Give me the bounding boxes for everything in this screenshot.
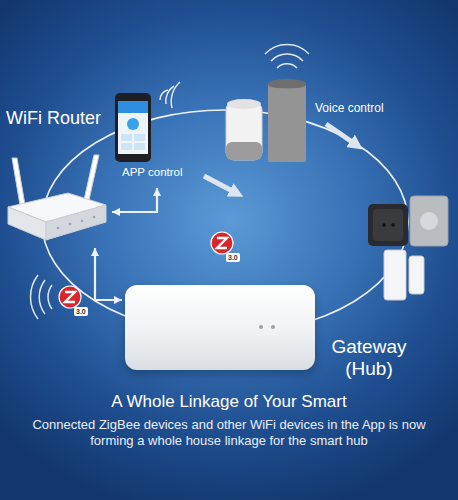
text-holder: Connected ZigBee devices and other WiFi …: [18, 417, 440, 449]
hub-led: [271, 325, 275, 329]
smart-speaker: [268, 79, 306, 89]
voice-node: Voice control: [222, 74, 400, 164]
router-icon: [84, 155, 99, 200]
gateway-node: Gateway (Hub): [122, 282, 416, 383]
smart-devices: [420, 212, 438, 230]
smart-speaker: [226, 99, 262, 160]
zigbee-badge: [59, 286, 81, 308]
caption: Connected ZigBee devices and other WiFi …: [18, 417, 440, 449]
smart-speaker: [226, 102, 262, 160]
router-icon: [46, 205, 106, 240]
signal-waves: [171, 82, 180, 108]
phone-icon: [134, 134, 145, 141]
hub-device: [125, 285, 315, 370]
phone-icon: [118, 101, 148, 154]
router-icon: [69, 223, 72, 226]
smart-devices: [368, 204, 408, 246]
router-icon: [8, 207, 46, 240]
smart-devices: [373, 209, 403, 241]
smart-devices: [391, 223, 395, 227]
phone-icon: [115, 93, 151, 162]
zigbee-badge: [211, 232, 233, 254]
text-holder: 3.0: [74, 300, 88, 318]
zigbee-badge: [65, 292, 75, 302]
version-tag: 3.0: [226, 253, 240, 262]
router-icon: [12, 158, 25, 205]
hub-led: [259, 325, 263, 329]
router-icon: [8, 155, 106, 240]
smart-speaker: [226, 142, 262, 160]
smart-devices: [384, 250, 406, 300]
signal-waves: [265, 44, 309, 68]
signal-waves: [265, 44, 309, 54]
smart-speaker: [268, 88, 306, 162]
signal-waves: [30, 275, 38, 319]
flow-arrow: [326, 124, 358, 146]
smart-speaker: [227, 99, 261, 109]
router-icon: [81, 220, 84, 223]
zigbee-badge: [59, 286, 81, 308]
node-label: WiFi Router: [6, 108, 101, 129]
phone-icon: [134, 143, 145, 150]
app-node: APP control: [112, 86, 208, 188]
phone-icon: [121, 143, 132, 150]
phone-icon: [121, 134, 132, 141]
connector: [95, 248, 122, 300]
smart-speaker: [268, 79, 306, 162]
signal-waves: [30, 275, 52, 319]
node-label: Gateway (Hub): [325, 336, 413, 380]
router-node: WiFi Router: [4, 106, 112, 248]
phone-icon: [118, 101, 148, 113]
text-holder: 3.0: [226, 246, 240, 264]
text-holder: A Whole Linkage of Your Smart: [0, 392, 458, 412]
flow-arrow: [204, 176, 238, 194]
signal-waves: [39, 280, 45, 314]
version-tag: 3.0: [74, 307, 88, 316]
zigbee-badge: [217, 238, 227, 248]
signal-waves: [277, 64, 297, 68]
smart-devices: [410, 196, 448, 246]
router-icon: [57, 227, 60, 230]
smart-devices: [382, 223, 386, 227]
signal-waves: [48, 285, 52, 309]
smart-devices: [409, 256, 424, 294]
connector: [112, 188, 157, 212]
flow-arrow: [204, 124, 358, 194]
smart-devices: [368, 196, 448, 300]
node-label: Voice control: [315, 102, 384, 116]
signal-waves: [271, 54, 303, 61]
zigbee-badge: [211, 232, 233, 254]
signal-waves: [160, 82, 180, 108]
phone-icon: [115, 93, 151, 162]
node-label: APP control: [122, 166, 183, 179]
smart-speaker: [268, 82, 306, 162]
heading: A Whole Linkage of Your Smart: [0, 392, 458, 412]
phone-icon: [127, 118, 139, 130]
router-icon: [93, 216, 96, 219]
